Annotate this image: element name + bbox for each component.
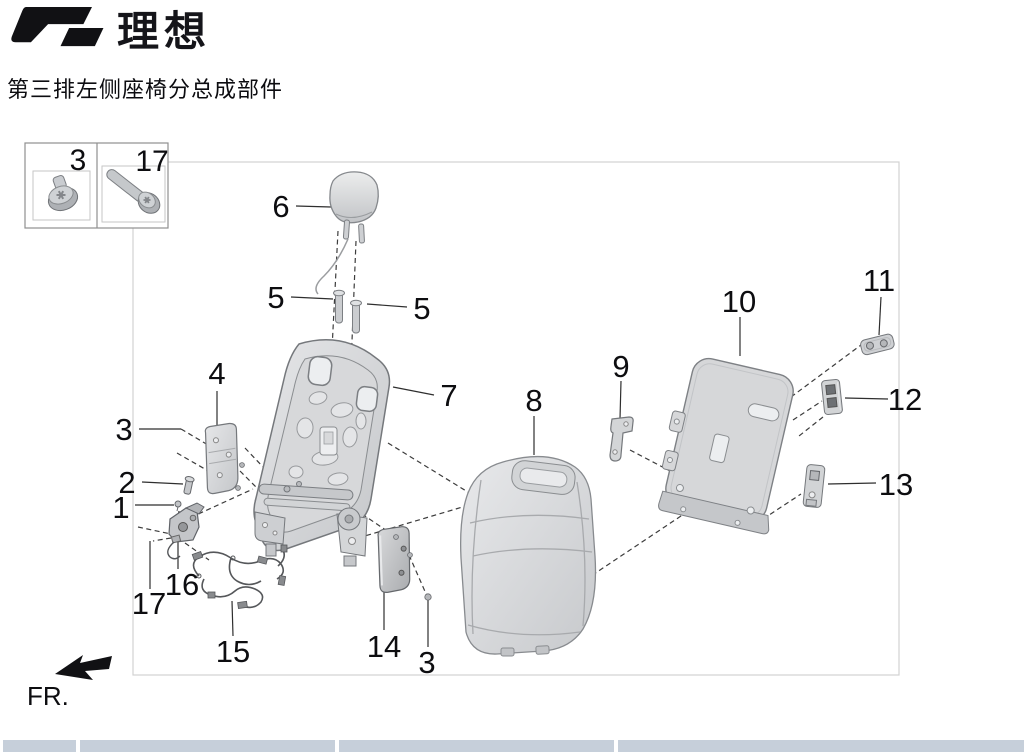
callout-10[interactable]: 10 [722, 284, 756, 319]
clip-part-2 [183, 476, 195, 495]
callout-3-left[interactable]: 3 [115, 412, 132, 447]
callout-5-right[interactable]: 5 [413, 291, 430, 326]
right-side-shield-part [377, 526, 411, 593]
screw-point-markers [235, 462, 432, 601]
callout-17[interactable]: 17 [132, 586, 166, 621]
callout-9[interactable]: 9 [612, 349, 629, 384]
table-header-cell-3 [339, 740, 614, 752]
headrest-guide-sleeves [333, 289, 362, 334]
torx-bolt-long-icon [106, 169, 161, 214]
latch-mechanism-part [167, 502, 205, 560]
brand-name: 理想 [117, 8, 212, 55]
li-auto-logo [11, 6, 104, 47]
fastener-legend: 3 17 [24, 142, 169, 229]
legend-num-17[interactable]: 17 [135, 145, 168, 178]
callout-11[interactable]: 11 [863, 263, 895, 298]
headrest-part [315, 171, 379, 295]
table-header-cell-2 [80, 740, 335, 752]
callout-5-left[interactable]: 5 [267, 280, 284, 315]
table-header-cell-1 [3, 740, 76, 752]
clip-part-13 [802, 464, 826, 508]
torx-screw-short-icon [47, 174, 79, 212]
clip-part-11 [860, 333, 895, 356]
table-header-cell-4 [618, 740, 1024, 752]
callout-8[interactable]: 8 [525, 383, 542, 418]
seat-back-frame-part [253, 339, 391, 567]
page-title: 第三排左侧座椅分总成部件 [7, 77, 284, 102]
callout-numbers: 6 5 5 4 3 2 1 16 17 15 14 3 7 8 9 10 11 … [112, 189, 922, 680]
diagram-border [132, 161, 900, 676]
front-direction-indicator: FR. [27, 655, 112, 711]
callout-leader-lines [135, 205, 889, 647]
callout-15[interactable]: 15 [216, 634, 250, 669]
callout-2[interactable]: 2 [118, 465, 135, 500]
front-direction-arrow-icon [55, 655, 112, 680]
callout-14[interactable]: 14 [367, 629, 401, 664]
callout-4[interactable]: 4 [208, 356, 225, 391]
callout-6[interactable]: 6 [272, 189, 289, 224]
callout-3-bottom[interactable]: 3 [418, 645, 435, 680]
screw-part-1 [174, 500, 182, 512]
wiring-harness-part [191, 544, 288, 609]
hook-bracket-part [609, 416, 634, 462]
back-trim-panel-part [658, 357, 794, 535]
callout-7[interactable]: 7 [440, 378, 457, 413]
legend-num-3[interactable]: 3 [70, 144, 87, 177]
seat-back-cushion-part [460, 455, 597, 657]
front-direction-label: FR. [27, 681, 69, 711]
callout-1[interactable]: 1 [112, 490, 129, 525]
callout-16[interactable]: 16 [165, 567, 199, 602]
clip-part-12 [821, 378, 843, 416]
left-side-shield-part [204, 422, 239, 495]
callout-13[interactable]: 13 [879, 467, 913, 502]
callout-12[interactable]: 12 [888, 382, 922, 417]
